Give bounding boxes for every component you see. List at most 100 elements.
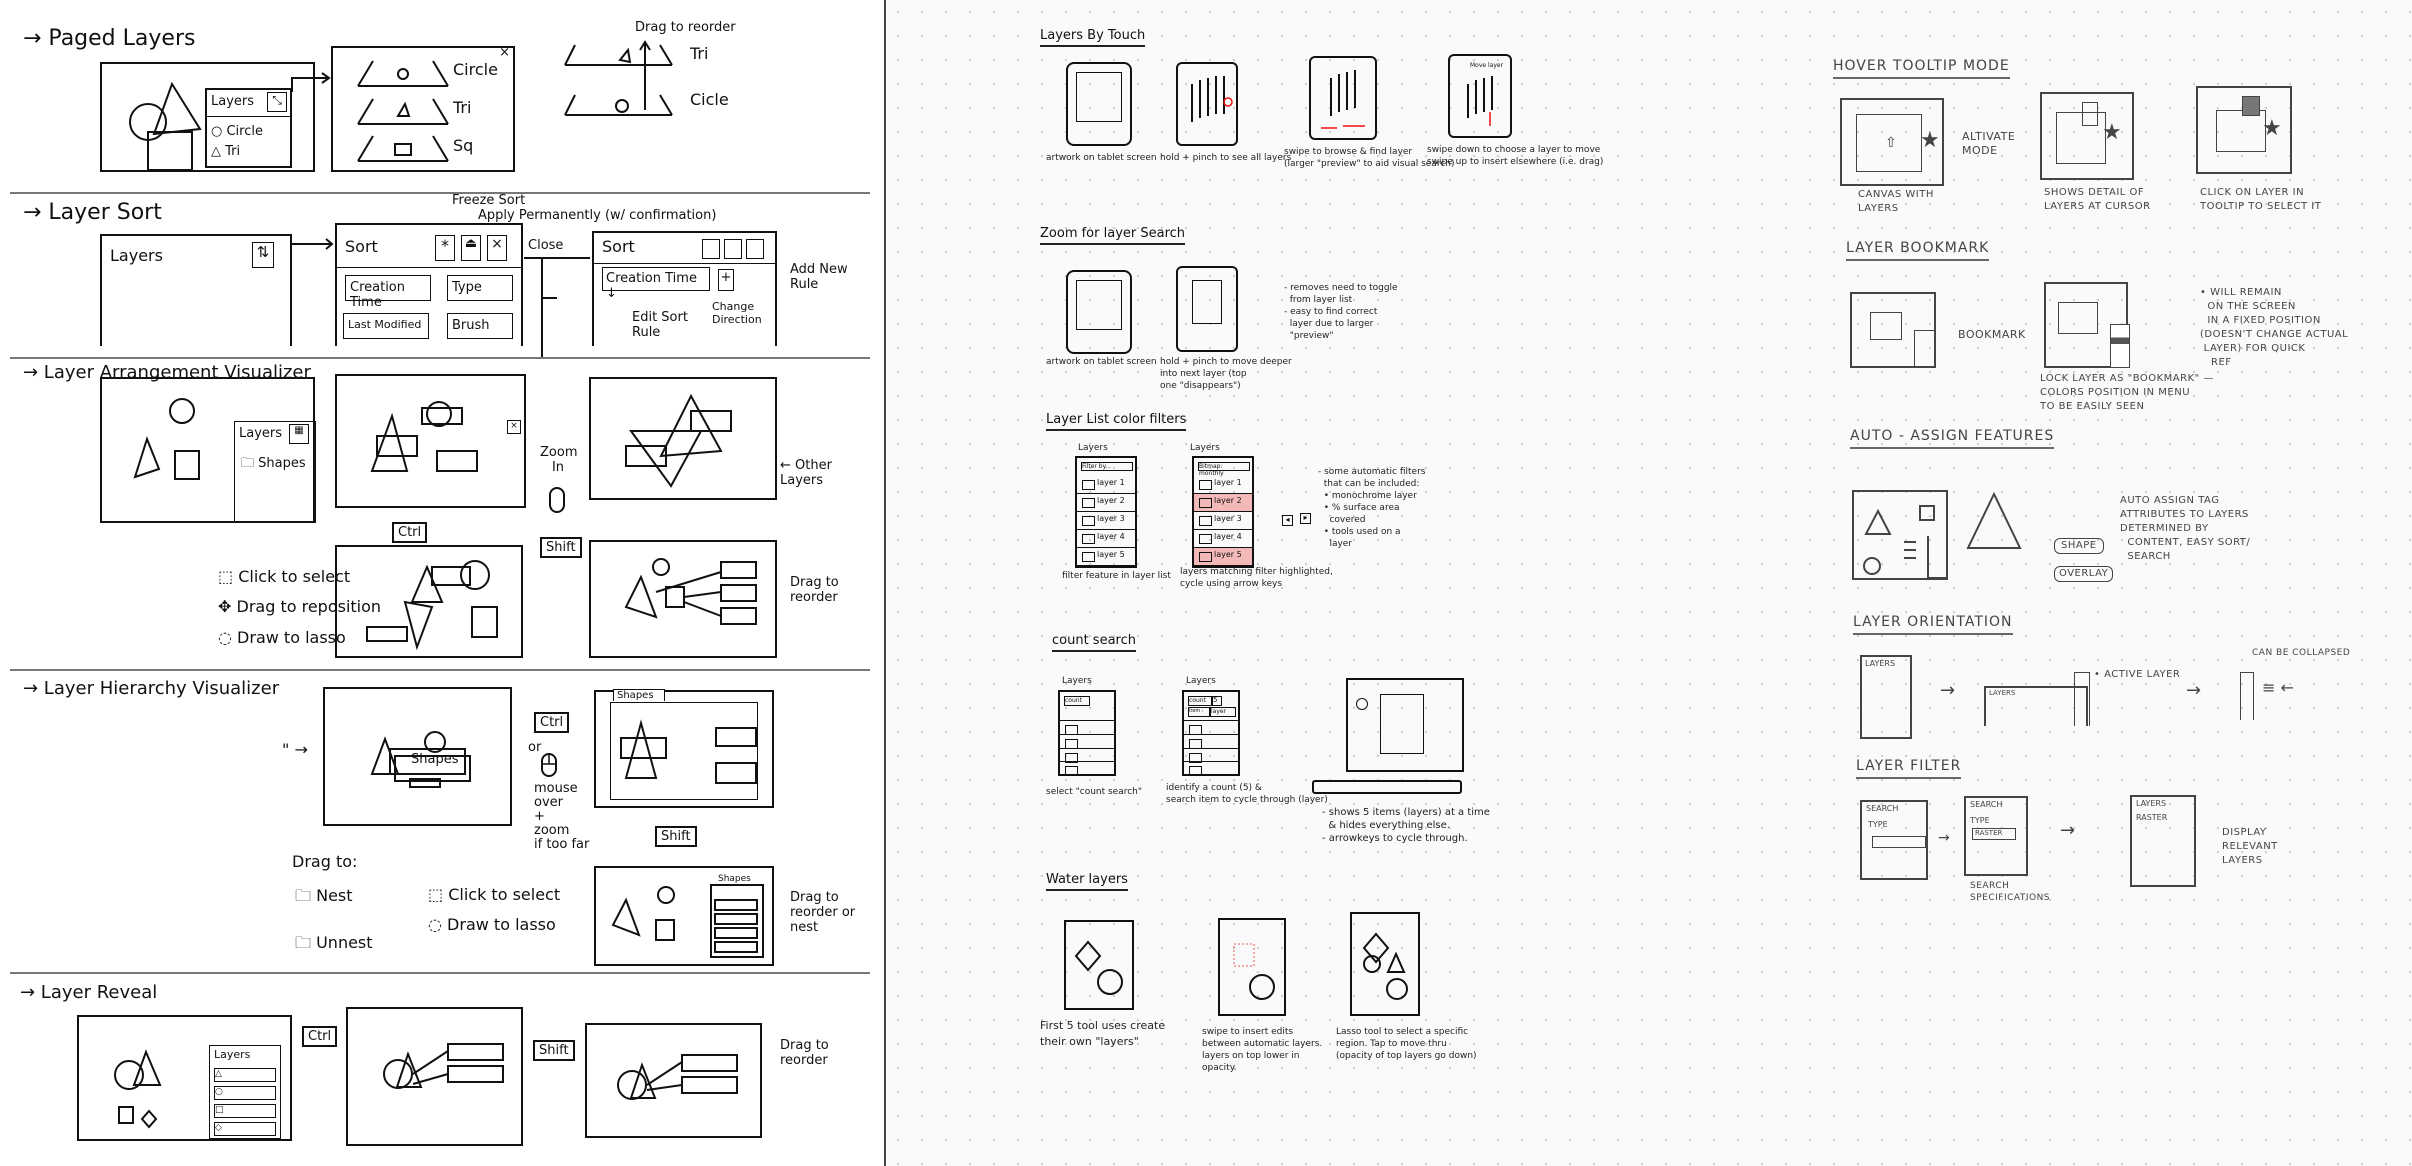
nest-view: Shapes — [594, 866, 774, 966]
close-icon[interactable]: × — [507, 420, 521, 434]
notes: - some automatic filters that can be inc… — [1318, 467, 1426, 549]
freeze-sort-button[interactable]: * — [435, 235, 455, 261]
folder-contents-sketch — [620, 719, 757, 784]
tag-overlay[interactable]: OVERLAY — [2054, 566, 2114, 582]
layer-row[interactable] — [1060, 762, 1114, 776]
layer-row-highlighted[interactable]: layer 5 — [1194, 548, 1252, 566]
sort-option-last-modified[interactable]: Last Modified — [343, 313, 429, 339]
or-label: or — [528, 740, 542, 755]
count-list: count — [1058, 690, 1116, 776]
collapsed-layer-list[interactable] — [2240, 672, 2254, 720]
caption: First 5 tool uses create their own "laye… — [1040, 1019, 1166, 1048]
lasso-icon: ◌ — [428, 915, 448, 934]
layer-row[interactable] — [1060, 721, 1114, 735]
count-search-button[interactable]: count — [1064, 696, 1090, 706]
filter-chip[interactable]: RASTER — [2136, 813, 2168, 822]
item-input[interactable]: layer — [1210, 707, 1236, 717]
bookmark-canvas — [2044, 282, 2130, 368]
type-label: TYPE — [1970, 816, 1990, 825]
artwork-icon — [1076, 72, 1122, 122]
close-icon[interactable]: × — [499, 45, 510, 60]
folder-item-shapes[interactable]: 🗀 Shapes — [241, 456, 306, 471]
layer-row[interactable]: layer 4 — [1194, 530, 1252, 548]
layer-row[interactable]: layer 5 — [1077, 548, 1135, 566]
reveal-reorder-view — [585, 1023, 762, 1138]
annotation-drag-reorder-nest: Drag to reorder or nest — [790, 890, 856, 935]
layer-stack-icon — [1467, 76, 1493, 126]
layer-row[interactable]: □ — [214, 1104, 276, 1118]
tag-shape[interactable]: SHAPE — [2054, 538, 2104, 554]
layer-row[interactable]: ○ — [214, 1086, 276, 1100]
count-label: count — [1188, 696, 1212, 706]
filter-input[interactable]: Bitmap: monthly — [1198, 462, 1250, 477]
collapse-lines-icon: ≡ ← — [2262, 678, 2294, 697]
expand-icon[interactable]: ⤡ — [267, 92, 287, 112]
sort-option-brush[interactable]: Brush — [447, 313, 513, 339]
type-input[interactable] — [1872, 836, 1926, 848]
caption: select "count search" — [1046, 787, 1143, 797]
next-arrow-key[interactable]: ▸ — [1300, 513, 1311, 524]
star-shape-icon: ★ — [2102, 120, 2122, 145]
star-shape-icon: ★ — [1920, 128, 1940, 153]
canvas-frame: Layers ▦ 🗀 Shapes — [100, 377, 316, 523]
legend-label: Click to select — [238, 567, 351, 586]
sort-icon[interactable]: ⇅ — [252, 242, 274, 268]
layer-row[interactable]: ◇ — [214, 1122, 276, 1136]
close-sort-button[interactable]: × — [487, 235, 507, 261]
arrow-icon: → — [2060, 820, 2076, 841]
layer-row[interactable]: layer 1 — [1077, 476, 1135, 494]
caption: swipe down to choose a layer to move swi… — [1427, 145, 1604, 167]
add-rule-button[interactable]: + — [718, 269, 734, 291]
section-divider — [10, 357, 870, 359]
sort-option-creation-time[interactable]: Creation Time — [345, 275, 431, 310]
layer-row[interactable]: layer 1 — [1194, 476, 1252, 494]
freeze-sort-button[interactable] — [702, 239, 720, 259]
layers-panel: Layers ⇅ — [100, 234, 292, 346]
caption: SHOWS DETAIL OF LAYERS AT CURSOR — [2044, 187, 2151, 212]
apply-permanently-button[interactable]: ⏏ — [461, 235, 481, 261]
reveal-view — [346, 1007, 523, 1146]
layer-row[interactable] — [1060, 749, 1114, 763]
list-label: Layers — [1078, 443, 1108, 453]
layer-row[interactable]: layer 3 — [1077, 512, 1135, 530]
layer-row[interactable] — [1060, 735, 1114, 749]
filter-input[interactable]: Filter by... — [1081, 462, 1133, 471]
layer-row[interactable] — [1184, 735, 1238, 749]
laptop-base-sketch — [1312, 780, 1462, 794]
sort-rule-chip[interactable]: Creation Time ↓ — [602, 267, 710, 301]
close-sort-button[interactable] — [746, 239, 764, 259]
layer-row[interactable] — [1184, 749, 1238, 763]
legend-label: Draw to lasso — [447, 915, 556, 934]
page-label: Circle — [453, 60, 498, 79]
layer-row[interactable]: layer 2 — [1077, 494, 1135, 512]
bookmark-action-label: BOOKMARK — [1958, 328, 2026, 341]
legend-drag-reposition: ✥ Drag to reposition — [218, 597, 381, 616]
count-input[interactable]: 5 — [1212, 696, 1222, 706]
layer-item-circle[interactable]: ○ Circle — [211, 124, 263, 139]
triangle-shape-icon — [1966, 491, 2022, 549]
unnest-action: 🗀 Unnest — [295, 932, 373, 959]
hierarchy-view: Shapes — [323, 687, 512, 826]
annotation-drag-to-reorder: Drag to reorder — [790, 575, 839, 605]
visualizer-grid-icon[interactable]: ▦ — [289, 424, 309, 444]
layer-row[interactable]: layer 3 — [1194, 512, 1252, 530]
layer-row[interactable] — [1184, 721, 1238, 735]
type-input[interactable]: RASTER — [1972, 828, 2016, 840]
active-layer-tab[interactable] — [2074, 672, 2090, 726]
caption: swipe to insert edits between automatic … — [1202, 1027, 1323, 1073]
layer-item-tri[interactable]: △ Tri — [211, 144, 241, 159]
star-shape-icon: ★ — [2262, 116, 2282, 141]
nest-sketch — [611, 884, 764, 958]
artwork-icon — [1076, 280, 1122, 330]
layer-row[interactable] — [1184, 762, 1238, 776]
layer-row[interactable]: △ — [214, 1068, 276, 1082]
select-sketch — [366, 560, 498, 651]
section-title-hierarchy: → Layer Hierarchy Visualizer — [23, 678, 280, 699]
click-icon: ⬚ — [218, 567, 239, 586]
prev-arrow-key[interactable]: ◂ — [1282, 515, 1293, 526]
layer-row[interactable]: layer 4 — [1077, 530, 1135, 548]
apply-permanently-button[interactable] — [724, 239, 742, 259]
sort-option-type[interactable]: Type — [447, 275, 513, 301]
layer-row-highlighted[interactable]: layer 2 — [1194, 494, 1252, 512]
lasso-sketch — [1362, 932, 1408, 1000]
